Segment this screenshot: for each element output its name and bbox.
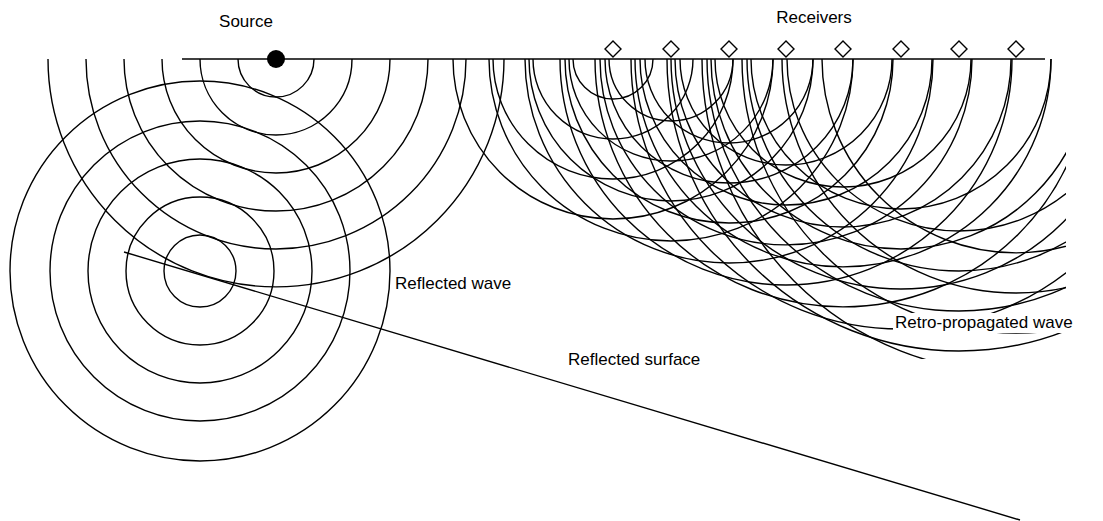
- receiver-diamond: [1008, 41, 1024, 57]
- retro-wavefront: [631, 59, 1066, 329]
- retro-wavefront: [711, 59, 1066, 249]
- reflected-wavefront: [126, 197, 274, 345]
- receiver-diamond: [663, 41, 679, 57]
- source-wavefront: [86, 59, 466, 249]
- retro-wavefront: [560, 59, 1012, 285]
- retro-wavefront: [751, 59, 1051, 209]
- retro-wavefront: [822, 59, 1066, 253]
- reflected-wavefront: [50, 121, 350, 421]
- receiver-diamond: [835, 41, 851, 57]
- source-wavefront: [162, 59, 390, 173]
- reflector-line: [124, 252, 1020, 520]
- receiver-diamond: [951, 41, 967, 57]
- reflected-wavefronts: [10, 81, 390, 461]
- text-label: Reflected surface: [566, 350, 702, 370]
- retro-wavefront: [715, 59, 971, 187]
- text-label: Source: [217, 12, 275, 32]
- retro-wavefront: [605, 59, 853, 183]
- retro-wavefront: [675, 59, 1011, 227]
- retro-wavefront: [595, 59, 1066, 307]
- text-label: Receivers: [774, 8, 854, 28]
- retro-wavefront: [782, 59, 1066, 293]
- retro-wavefront: [667, 59, 1066, 351]
- retro-wavefront: [702, 59, 1066, 359]
- reflected-wavefront: [164, 235, 236, 307]
- reflected-wavefront: [10, 81, 390, 461]
- reflected-wavefront: [88, 159, 312, 383]
- source-wavefronts: [48, 59, 504, 287]
- receiver-diamond: [721, 41, 737, 57]
- receiver-diamond: [893, 41, 909, 57]
- retro-wavefront: [787, 59, 1066, 231]
- receiver-diamond: [605, 41, 621, 57]
- retro-wavefront: [747, 59, 1066, 271]
- retro-wavefront: [493, 59, 733, 179]
- retro-wavefront: [453, 59, 773, 219]
- receiver-diamond: [778, 41, 794, 57]
- retro-wavefront: [671, 59, 1066, 289]
- ground-surface: [182, 58, 1045, 60]
- retro-wavefront: [742, 59, 1066, 333]
- text-label: Reflected wave: [393, 274, 513, 294]
- text-label: Retro-propagated wave: [893, 313, 1075, 333]
- receiver-symbols: [605, 41, 1024, 57]
- source-wavefront: [48, 59, 504, 287]
- source-dot: [267, 50, 285, 68]
- retro-wavefronts: [453, 59, 1066, 359]
- retro-wavefront: [640, 59, 932, 205]
